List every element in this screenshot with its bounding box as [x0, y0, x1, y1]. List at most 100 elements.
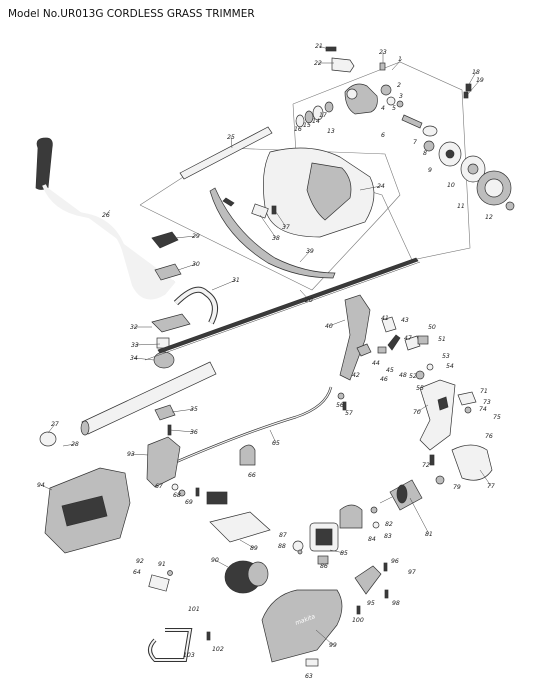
- part-label-97: 97: [408, 569, 416, 576]
- leader-line-24: [359, 185, 382, 191]
- leader-line-27: [47, 423, 56, 434]
- part-label-90: 90: [211, 557, 219, 564]
- part-label-6: 6: [381, 132, 385, 139]
- part-label-87: 87: [279, 532, 287, 539]
- part-label-93: 93: [127, 451, 135, 458]
- leader-line-39: [299, 250, 311, 263]
- part-label-4: 4: [381, 105, 385, 112]
- leader-line-28: [62, 443, 76, 447]
- part-label-69: 69: [185, 499, 193, 506]
- part-label-103: 103: [183, 652, 195, 659]
- leader-line-93: [130, 453, 149, 456]
- leader-line-19: [467, 79, 481, 95]
- part-label-71: 71: [480, 388, 488, 395]
- leader-line-29: [174, 235, 197, 239]
- part-label-34: 34: [130, 355, 138, 362]
- part-label-5: 5: [392, 105, 396, 112]
- part-label-54: 54: [446, 363, 454, 370]
- part-label-66: 66: [248, 472, 256, 479]
- part-label-85: 85: [340, 550, 348, 557]
- part-label-46: 46: [380, 376, 388, 383]
- part-label-53: 53: [442, 353, 450, 360]
- part-label-3: 3: [399, 93, 403, 100]
- diagram-title: Model No.UR013G CORDLESS GRASS TRIMMER: [8, 8, 255, 20]
- leader-line-25: [230, 136, 233, 149]
- part-label-26: 26: [102, 212, 110, 219]
- part-label-43: 43: [401, 317, 409, 324]
- leader-line-35: [171, 408, 195, 413]
- part-label-16: 16: [294, 126, 302, 133]
- part-label-36: 36: [190, 429, 198, 436]
- part-label-96: 96: [391, 558, 399, 565]
- leader-line-99: [315, 629, 334, 646]
- part-label-28: 28: [71, 441, 79, 448]
- part-label-39: 39: [306, 248, 314, 255]
- part-label-47: 47: [404, 335, 412, 342]
- part-label-81: 81: [425, 531, 433, 538]
- leader-line-18: [467, 71, 477, 87]
- part-label-12: 12: [485, 214, 493, 221]
- part-label-72: 72: [422, 462, 430, 469]
- leader-line-94: [40, 484, 53, 491]
- part-label-48: 48: [399, 372, 407, 379]
- leader-line-36: [169, 429, 195, 433]
- part-label-38: 38: [272, 235, 280, 242]
- part-label-7: 7: [413, 139, 417, 146]
- leader-line-33: [134, 343, 161, 346]
- part-label-9: 9: [428, 167, 432, 174]
- part-label-27: 27: [51, 421, 59, 428]
- part-label-35: 35: [190, 406, 198, 413]
- part-label-8: 8: [423, 150, 427, 157]
- part-label-77: 77: [487, 483, 495, 490]
- leader-line-38: [259, 214, 277, 239]
- part-label-70: 70: [413, 409, 421, 416]
- part-label-57: 57: [345, 410, 353, 417]
- part-label-14: 14: [312, 118, 320, 125]
- part-label-15: 15: [303, 122, 311, 129]
- part-label-101: 101: [188, 606, 200, 613]
- part-label-84: 84: [368, 536, 376, 543]
- part-label-86: 86: [320, 563, 328, 570]
- part-label-37: 37: [282, 224, 290, 231]
- part-label-88: 88: [278, 543, 286, 550]
- part-label-24: 24: [377, 183, 385, 190]
- part-label-82: 82: [385, 521, 393, 528]
- part-label-2: 2: [397, 82, 401, 89]
- leader-line-81: [409, 497, 430, 535]
- switch-handle-group: [337, 294, 493, 485]
- part-label-52: 52: [409, 373, 417, 380]
- leader-line-37: [275, 211, 287, 228]
- leader-line-40: [328, 319, 346, 327]
- part-label-10: 10: [447, 182, 455, 189]
- part-label-21: 21: [315, 43, 323, 50]
- part-label-25: 25: [227, 134, 235, 141]
- part-label-11: 11: [457, 203, 465, 210]
- leader-line-90: [214, 559, 229, 568]
- part-label-68: 68: [173, 492, 181, 499]
- part-label-91: 91: [158, 561, 166, 568]
- part-label-33: 33: [131, 342, 139, 349]
- leader-line-1: [391, 58, 403, 71]
- leader-line-70: [416, 404, 429, 413]
- part-label-74: 74: [479, 406, 487, 413]
- part-label-31: 31: [232, 277, 240, 284]
- leader-line-20: [299, 289, 310, 301]
- leader-line-34: [133, 357, 155, 361]
- part-label-50: 50: [428, 324, 436, 331]
- housing-group: makita: [39, 404, 389, 667]
- guard-group: [139, 126, 401, 291]
- part-label-56: 56: [336, 402, 344, 409]
- part-label-1: 1: [398, 56, 402, 63]
- gear-head-group: [292, 46, 515, 261]
- part-label-100: 100: [352, 617, 364, 624]
- part-label-94: 94: [37, 482, 45, 489]
- leader-line-85: [329, 549, 345, 554]
- leader-line-89: [239, 539, 255, 549]
- part-label-64: 64: [133, 569, 141, 576]
- part-label-41: 41: [381, 315, 389, 322]
- part-label-99: 99: [329, 642, 337, 649]
- part-label-44: 44: [372, 360, 380, 367]
- part-label-40: 40: [325, 323, 333, 330]
- leader-line-77: [479, 469, 492, 487]
- part-label-23: 23: [379, 49, 387, 56]
